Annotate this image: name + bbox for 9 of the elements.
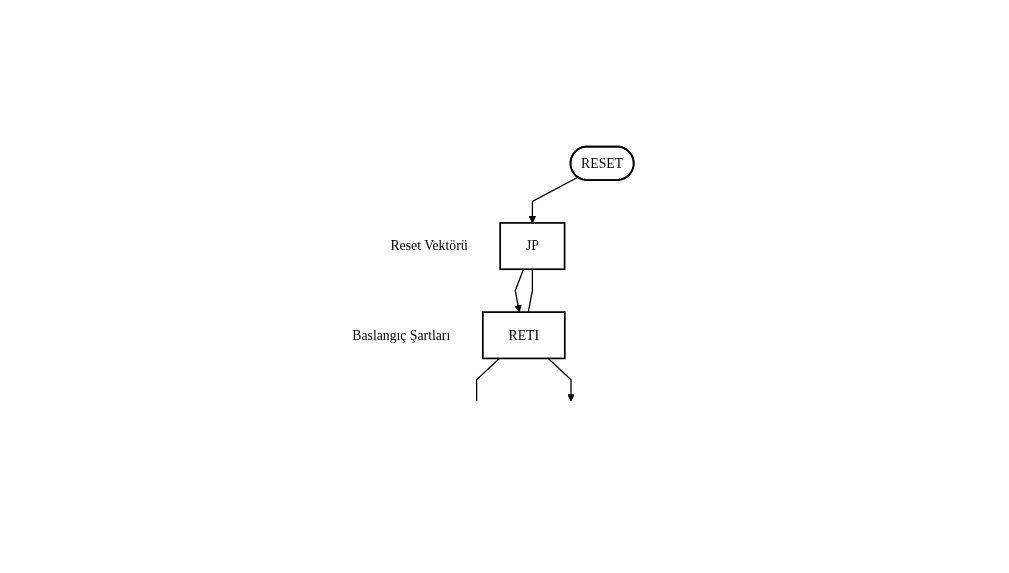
node-box: RETI (482, 310, 566, 359)
connector (476, 357, 500, 402)
connector (527, 268, 534, 313)
node-label: Baslangıç Şartları (352, 327, 451, 342)
arrow (514, 268, 525, 313)
node-box: JP (499, 221, 566, 270)
node-label: Reset Vektörü (390, 238, 468, 253)
arrow (528, 176, 579, 223)
arrow (547, 357, 575, 402)
